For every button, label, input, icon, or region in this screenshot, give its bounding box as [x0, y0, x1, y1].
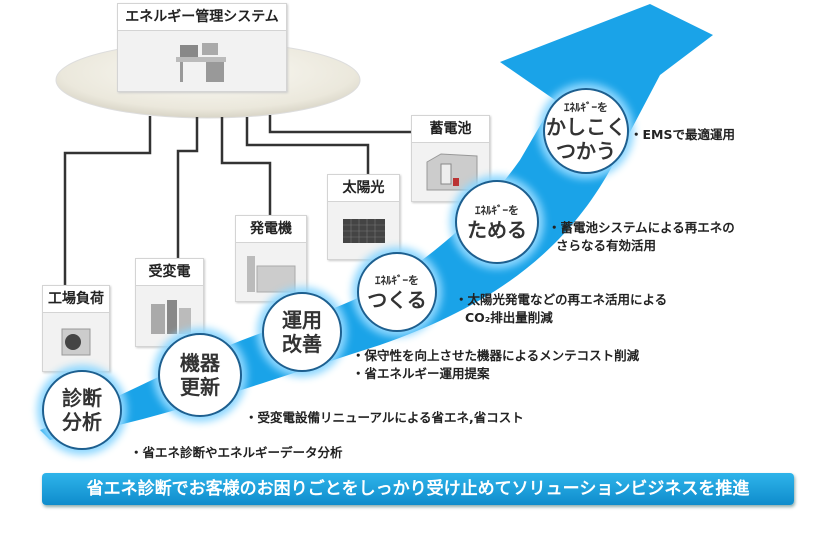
battery-container-icon [412, 143, 489, 201]
step-text: かしこく [546, 115, 626, 139]
step-text: つかう [556, 139, 616, 163]
ems-title: エネルギー管理システム [118, 4, 286, 31]
note-line: ・保守性を向上させた機器によるメンテコスト削減 [352, 348, 640, 363]
note-line: さらなる有効活用 [556, 238, 657, 253]
connection-lines [63, 115, 412, 286]
note-line: ・受変電設備リニューアルによる省エネ,省コスト [245, 410, 524, 425]
note-line: CO₂排出量削減 [465, 310, 553, 325]
step-use-wisely: ｴﾈﾙｷﾞｰを かしこく つかう [543, 88, 629, 174]
air-conditioner-icon [43, 313, 109, 371]
note-line: ・太陽光発電などの再エネ活用による [455, 292, 668, 307]
note-store: ・蓄電池システムによる再エネのさらなる有効活用 [548, 219, 735, 255]
note-line: ・省エネルギー運用提案 [352, 366, 490, 381]
step-text: ｴﾈﾙｷﾞｰを [564, 101, 608, 114]
step-text: つくる [367, 288, 427, 312]
ems-box: エネルギー管理システム [117, 3, 287, 92]
step-text: ｴﾈﾙｷﾞｰを [475, 204, 519, 217]
device-label: 工場負荷 [43, 286, 109, 313]
device-factory-load: 工場負荷 [42, 285, 110, 372]
note-diagnosis: ・省エネ診断やエネルギーデータ分析 [130, 444, 343, 462]
computer-desk-icon [118, 31, 286, 91]
device-label: 受変電 [136, 259, 203, 286]
note-line: ・省エネ診断やエネルギーデータ分析 [130, 445, 343, 460]
step-text: 運用 [282, 308, 322, 332]
growth-arrow [40, 4, 713, 440]
summary-banner: 省エネ診断でお客様のお困りごとをしっかり受け止めてソリューションビジネスを推進 [42, 473, 794, 505]
solar-panel-icon [328, 202, 399, 259]
note-line: ・蓄電池システムによる再エネの [548, 220, 735, 235]
note-use: ・EMSで最適運用 [630, 126, 735, 144]
step-equipment-renewal: 機器 更新 [158, 333, 242, 417]
step-create-energy: ｴﾈﾙｷﾞｰを つくる [357, 252, 437, 332]
step-text: 診断 [62, 386, 102, 410]
step-store-energy: ｴﾈﾙｷﾞｰを ためる [455, 180, 539, 264]
step-text: ためる [467, 218, 527, 242]
note-create: ・太陽光発電などの再エネ活用による CO₂排出量削減 [455, 291, 667, 327]
device-solar: 太陽光 [327, 174, 400, 260]
step-text: 機器 [180, 351, 220, 375]
step-text: 分析 [62, 410, 102, 434]
step-text: 改善 [282, 332, 322, 356]
device-label: 太陽光 [328, 175, 399, 202]
device-label: 発電機 [236, 216, 306, 243]
step-text: ｴﾈﾙｷﾞｰを [375, 274, 419, 287]
note-line: ・EMSで最適運用 [630, 127, 735, 142]
note-renewal: ・受変電設備リニューアルによる省エネ,省コスト [245, 409, 524, 427]
device-substation: 受変電 [135, 258, 204, 347]
note-operation: ・保守性を向上させた機器によるメンテコスト削減・省エネルギー運用提案 [352, 347, 639, 383]
generator-icon [236, 243, 306, 301]
step-diagnosis: 診断 分析 [42, 370, 122, 450]
device-label: 蓄電池 [412, 116, 489, 143]
step-operation-improvement: 運用 改善 [262, 292, 342, 372]
substation-icon [136, 286, 203, 346]
device-generator: 発電機 [235, 215, 307, 302]
step-text: 更新 [180, 375, 220, 399]
